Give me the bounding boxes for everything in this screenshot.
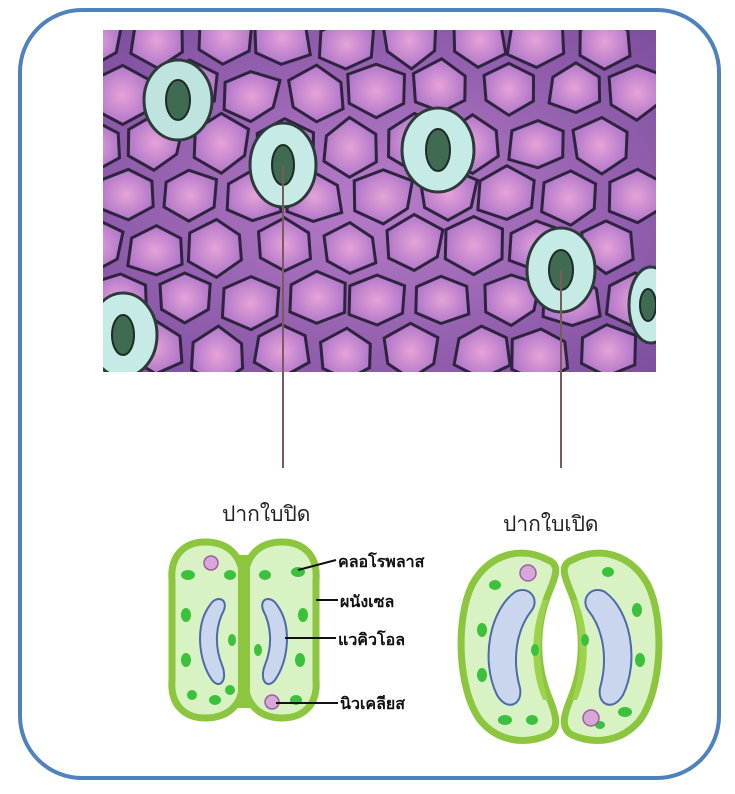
label-vacuole: แวคิวโอล bbox=[338, 628, 405, 653]
label-stoma-closed: ปากใบปิด bbox=[222, 498, 310, 531]
closed-stoma-diagram bbox=[172, 542, 316, 718]
label-nucleus: นิวเคลียส bbox=[340, 692, 405, 717]
label-stoma-open: ปากใบเปิด bbox=[503, 508, 599, 541]
open-stoma-diagram bbox=[461, 553, 659, 740]
label-chloroplast: คลอโรพลาส bbox=[338, 550, 424, 575]
label-cell-wall: ผนังเซล bbox=[340, 590, 394, 615]
